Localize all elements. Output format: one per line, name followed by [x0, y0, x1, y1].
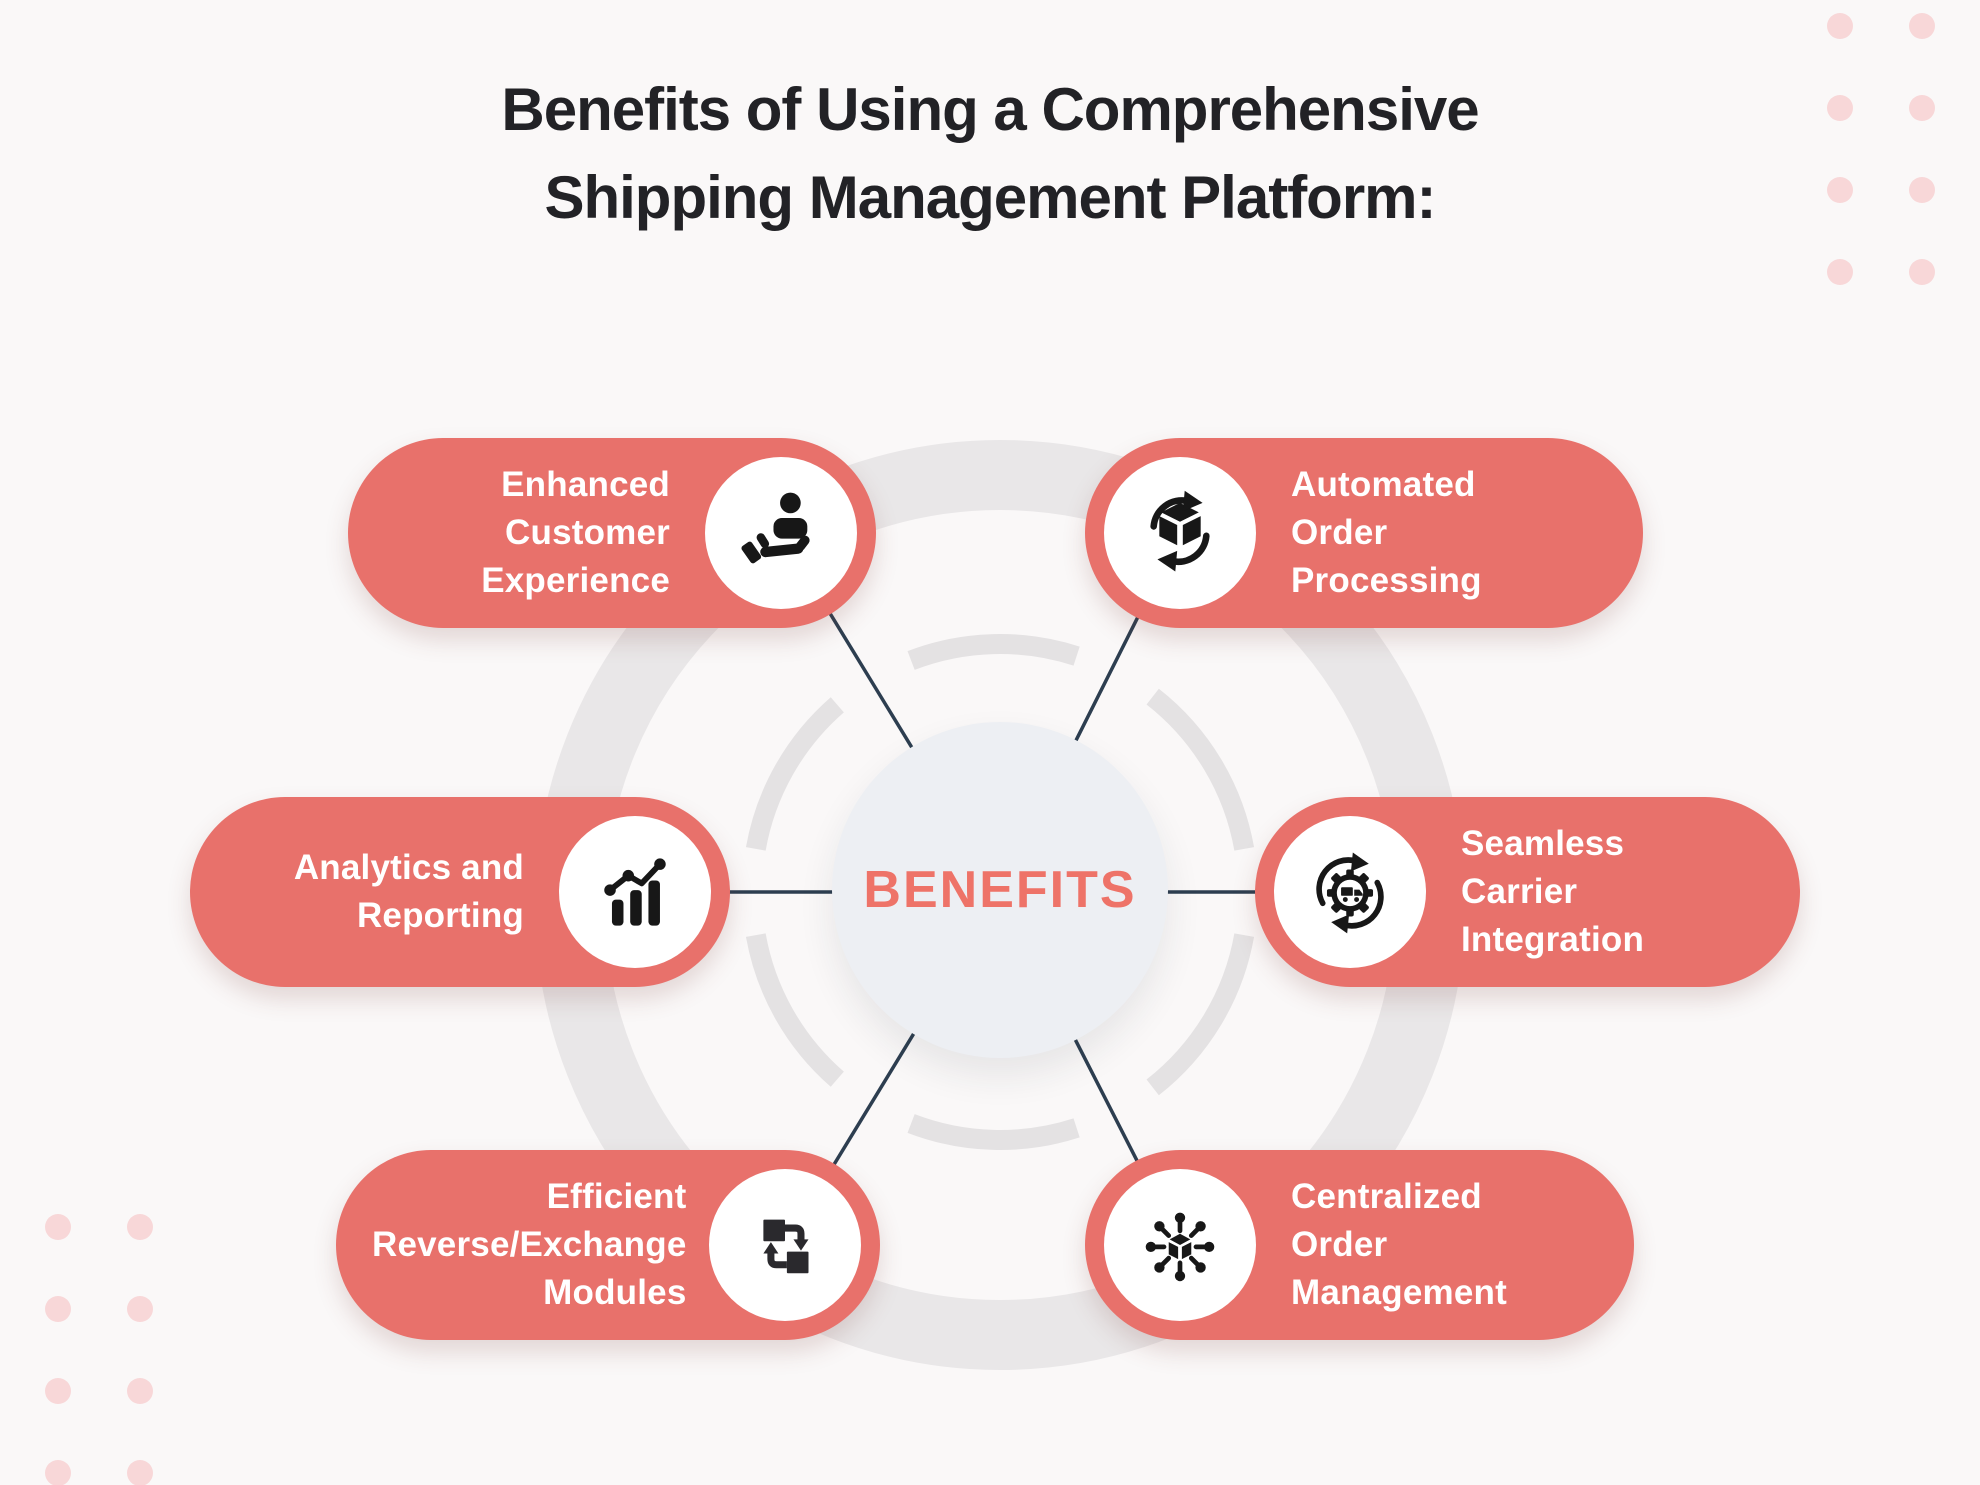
page-title-line2: Shipping Management Platform: — [544, 164, 1436, 231]
benefit-label: Automated Order Processing — [1291, 461, 1643, 605]
benefit-label-line: Order — [1291, 513, 1388, 552]
benefit-label-line: Analytics and — [293, 848, 524, 887]
benefit-label-line: Reverse/Exchange — [372, 1225, 687, 1264]
page-title-line1: Benefits of Using a Comprehensive — [501, 76, 1479, 143]
benefit-label-line: Reporting — [356, 896, 524, 935]
benefit-label-line: Centralized — [1291, 1177, 1482, 1216]
benefit-label-line: Efficient — [546, 1177, 687, 1216]
bar-chart-icon — [559, 816, 711, 968]
page-title: Benefits of Using a Comprehensive Shippi… — [0, 66, 1980, 242]
benefit-label: Efficient Reverse/Exchange Modules — [336, 1173, 687, 1317]
benefit-label-line: Customer — [505, 513, 670, 552]
benefit-label-line: Seamless — [1461, 824, 1625, 863]
inner-ring-segment — [907, 1114, 1080, 1151]
benefit-label: Analytics and Reporting — [190, 844, 524, 940]
decorative-dots-top-right — [1827, 13, 1935, 285]
benefit-label: Enhanced Customer Experience — [348, 461, 670, 605]
benefit-pill-centralized-order-management: Centralized Order Management — [1085, 1150, 1634, 1340]
benefit-label: Centralized Order Management — [1291, 1173, 1634, 1317]
distribution-hub-icon — [1104, 1169, 1256, 1321]
benefit-label-line: Carrier — [1461, 872, 1578, 911]
inner-ring-segment — [745, 933, 844, 1087]
benefit-label-line: Automated — [1291, 465, 1476, 504]
benefit-label-line: Order — [1291, 1225, 1388, 1264]
inner-ring-segment — [907, 633, 1080, 670]
decorative-dots-bottom-left — [45, 1214, 153, 1485]
benefit-pill-efficient-reverse-exchange-modules: Efficient Reverse/Exchange Modules — [336, 1150, 880, 1340]
benefit-label-line: Processing — [1291, 561, 1482, 600]
benefit-label-line: Integration — [1461, 920, 1645, 959]
inner-ring-segment — [745, 697, 844, 851]
benefit-pill-seamless-carrier-integration: Seamless Carrier Integration — [1255, 797, 1800, 987]
center-benefits-label: BENEFITS — [863, 861, 1137, 919]
benefit-label-line: Enhanced — [501, 465, 670, 504]
inner-ring — [745, 633, 1255, 1151]
carrier-gear-truck-icon — [1274, 816, 1426, 968]
benefit-label: Seamless Carrier Integration — [1461, 820, 1800, 964]
package-sync-icon — [1104, 457, 1256, 609]
inner-ring-segment — [1146, 933, 1255, 1096]
benefit-pill-automated-order-processing: Automated Order Processing — [1085, 438, 1643, 628]
benefit-pill-enhanced-customer-experience: Enhanced Customer Experience — [348, 438, 876, 628]
center-benefits-circle: BENEFITS — [832, 722, 1168, 1058]
inner-ring-segment — [1146, 688, 1255, 851]
exchange-boxes-icon — [709, 1169, 861, 1321]
benefit-label-line: Management — [1291, 1273, 1507, 1312]
benefit-pill-analytics-and-reporting: Analytics and Reporting — [190, 797, 730, 987]
benefit-label-line: Experience — [481, 561, 670, 600]
customer-care-icon — [705, 457, 857, 609]
benefit-label-line: Modules — [543, 1273, 687, 1312]
